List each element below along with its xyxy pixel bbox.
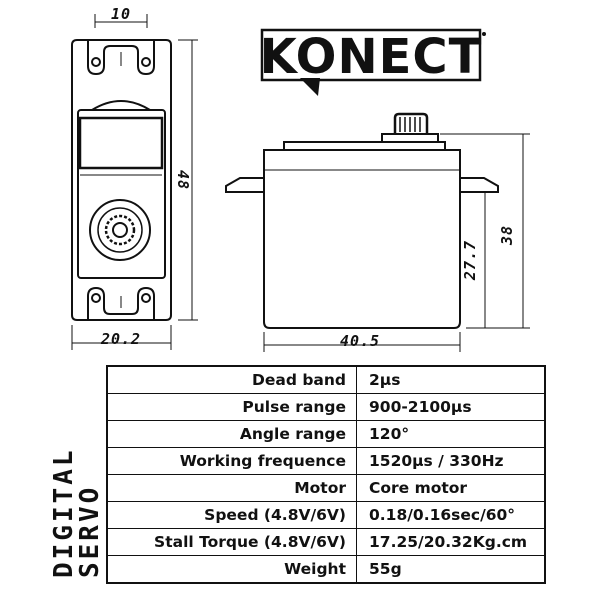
spec-value: 2µs [356,365,546,394]
spec-row: Stall Torque (4.8V/6V)17.25/20.32Kg.cm [106,528,546,556]
spec-label: Speed (4.8V/6V) [106,501,357,529]
spec-label: Weight [106,555,357,584]
spec-value: 120° [356,420,546,448]
brand-logo: KONECT [260,28,486,96]
dim-side-total-height: 38 [498,225,516,246]
spec-value: 0.18/0.16sec/60° [356,501,546,529]
dim-side-width: 40.5 [340,332,380,350]
dim-top-width: 10 [111,5,131,23]
front-view [71,14,198,350]
dim-front-height: 48 [174,170,192,190]
spec-label: Working frequence [106,447,357,475]
spec-value: 900-2100µs [356,393,546,421]
dim-front-width: 20.2 [100,330,141,348]
spec-value: 55g [356,555,546,584]
logo-text: KONECT [260,29,483,85]
side-view [225,112,530,352]
spec-label: Dead band [106,365,357,394]
spec-label: Angle range [106,420,357,448]
side-label-digital: DIGITAL [49,447,79,578]
spec-row: Speed (4.8V/6V)0.18/0.16sec/60° [106,501,546,529]
side-label-servo: SERVO [75,485,105,578]
spec-label: Pulse range [106,393,357,421]
spec-label: Stall Torque (4.8V/6V) [106,528,357,556]
spec-value: 1520µs / 330Hz [356,447,546,475]
spec-value: 17.25/20.32Kg.cm [356,528,546,556]
dim-side-body-height: 27.7 [461,240,479,281]
spec-value: Core motor [356,474,546,502]
spec-label: Motor [106,474,357,502]
